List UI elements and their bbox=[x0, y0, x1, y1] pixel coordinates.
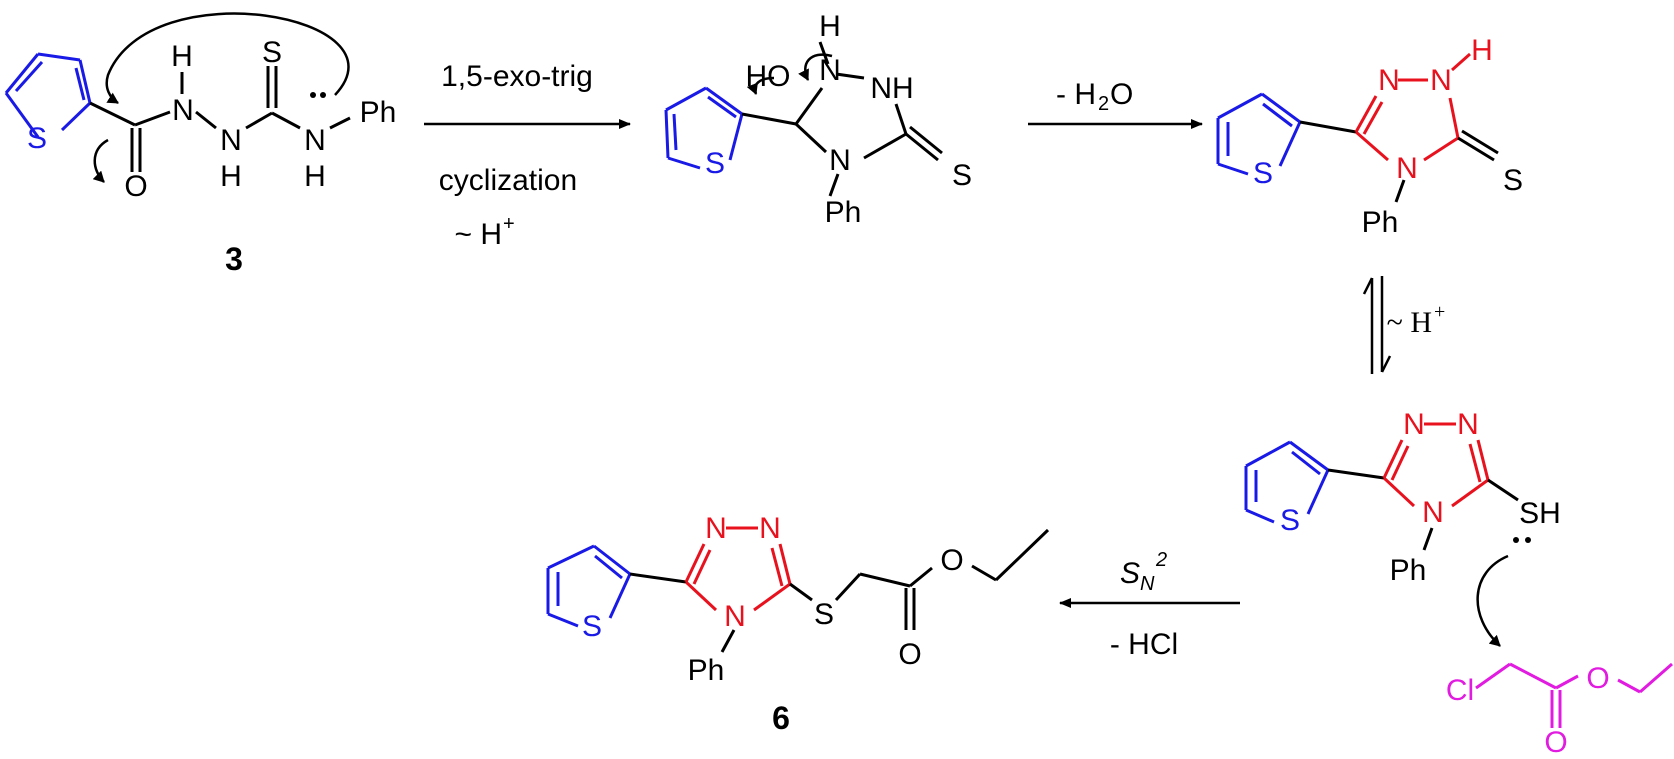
arrow-label-tail: O bbox=[1110, 78, 1133, 111]
atom-N: N bbox=[759, 512, 781, 545]
arrow-label-top: 1,5-exo-trig bbox=[441, 60, 593, 93]
atom-N: N bbox=[1403, 408, 1425, 441]
lone-pair-dot bbox=[320, 92, 326, 98]
atom-N: N bbox=[220, 124, 242, 157]
curved-arrow-large bbox=[105, 12, 350, 105]
arrow-label-bottom: ~ H bbox=[454, 218, 502, 251]
atom-H: H bbox=[171, 40, 193, 73]
equilibrium-sup: + bbox=[1434, 301, 1445, 323]
atom-N: N bbox=[829, 144, 851, 177]
atom-N: N bbox=[304, 124, 326, 157]
atom-N: N bbox=[819, 54, 841, 87]
atom-N: N bbox=[1378, 64, 1400, 97]
curved-arrow-attack bbox=[1476, 554, 1509, 647]
triazolidine-bonds bbox=[741, 41, 943, 197]
atom-Ph: Ph bbox=[1390, 554, 1427, 587]
thiophene-ring-3 bbox=[4, 52, 92, 138]
atom-H: H bbox=[220, 160, 242, 193]
atom-NH: NH bbox=[870, 72, 913, 105]
compound-3: S O N H N H S N H Ph 3 bbox=[4, 12, 397, 277]
equilibrium-arrows bbox=[1362, 276, 1392, 374]
thiophene-ring-6 bbox=[546, 544, 632, 628]
arrow-label-sub: 2 bbox=[1098, 93, 1109, 115]
lone-pair-dot bbox=[310, 92, 316, 98]
atom-S: S bbox=[27, 122, 47, 155]
atom-SH: SH bbox=[1519, 497, 1561, 530]
chain-bonds-3 bbox=[89, 66, 351, 172]
curved-arrow-nh bbox=[798, 53, 833, 81]
reaction-arrow-2: - H 2 O bbox=[1028, 78, 1203, 129]
compound-6: S N N N S O O Ph 6 bbox=[546, 512, 1050, 736]
atom-HO: HO bbox=[746, 60, 791, 93]
arrow-label-top: - H bbox=[1056, 78, 1096, 111]
atom-N: N bbox=[1396, 152, 1418, 185]
atom-O: O bbox=[124, 170, 147, 203]
triazole-ring-thione bbox=[1354, 52, 1471, 162]
arrow-label-2: 2 bbox=[1155, 549, 1167, 571]
atom-N: N bbox=[724, 600, 746, 633]
triazole-ring-6 bbox=[684, 526, 792, 612]
atom-S: S bbox=[1503, 164, 1523, 197]
compound-label-6: 6 bbox=[772, 700, 790, 736]
atom-O: O bbox=[1586, 662, 1609, 695]
thiophene-ring-int bbox=[664, 86, 744, 170]
atom-Ph: Ph bbox=[825, 196, 862, 229]
atom-O: O bbox=[940, 544, 963, 577]
compound-label-3: 3 bbox=[225, 241, 243, 277]
ethyl-chloroacetate: Cl O O bbox=[1446, 662, 1673, 759]
curved-arrow-small bbox=[92, 138, 109, 183]
atom-Ph: Ph bbox=[688, 654, 725, 687]
atom-N: N bbox=[1457, 408, 1479, 441]
atom-S: S bbox=[262, 36, 282, 69]
reaction-arrow-sn2: S N 2 - HCl bbox=[1059, 549, 1240, 661]
reaction-arrow-1: 1,5-exo-trig cyclization ~ H + bbox=[424, 60, 631, 251]
atom-Ph: Ph bbox=[1362, 206, 1399, 239]
atom-H: H bbox=[1471, 34, 1493, 67]
atom-Cl: Cl bbox=[1446, 674, 1474, 707]
atom-O: O bbox=[1544, 726, 1567, 759]
atom-S: S bbox=[952, 159, 972, 192]
atom-O: O bbox=[898, 638, 921, 671]
triazole-ring-thiol bbox=[1382, 422, 1490, 508]
thiophene-ring-thione bbox=[1216, 92, 1302, 176]
lone-pair-dot bbox=[1513, 537, 1519, 543]
arrow-label-bottom: - HCl bbox=[1110, 628, 1178, 661]
atom-N: N bbox=[1422, 496, 1444, 529]
arrow-label-S: S bbox=[1120, 557, 1140, 590]
atom-S: S bbox=[705, 147, 725, 180]
atom-S: S bbox=[1253, 157, 1273, 190]
atom-S: S bbox=[582, 610, 602, 643]
atom-H: H bbox=[819, 10, 841, 43]
lone-pair-dot bbox=[1525, 537, 1531, 543]
curved-arrow-oh bbox=[746, 76, 775, 95]
atom-Ph: Ph bbox=[360, 96, 397, 129]
arrow-label-N: N bbox=[1140, 573, 1155, 595]
arrow-label-sup: + bbox=[503, 213, 515, 235]
atom-H: H bbox=[304, 160, 326, 193]
arrow-label-middle: cyclization bbox=[439, 164, 577, 197]
thiophene-ring-thiol bbox=[1244, 440, 1330, 524]
equilibrium-label: ~ H bbox=[1387, 306, 1432, 339]
cyclic-intermediate: S HO H N NH N S Ph bbox=[664, 10, 972, 229]
atom-S: S bbox=[1280, 504, 1300, 537]
atom-S: S bbox=[814, 598, 834, 631]
triazole-thiol: S N N N SH Ph bbox=[1244, 408, 1561, 647]
triazole-thione: S N N H N S Ph bbox=[1216, 34, 1523, 239]
atom-N: N bbox=[172, 94, 194, 127]
atom-N: N bbox=[1430, 64, 1452, 97]
atom-N: N bbox=[705, 512, 727, 545]
